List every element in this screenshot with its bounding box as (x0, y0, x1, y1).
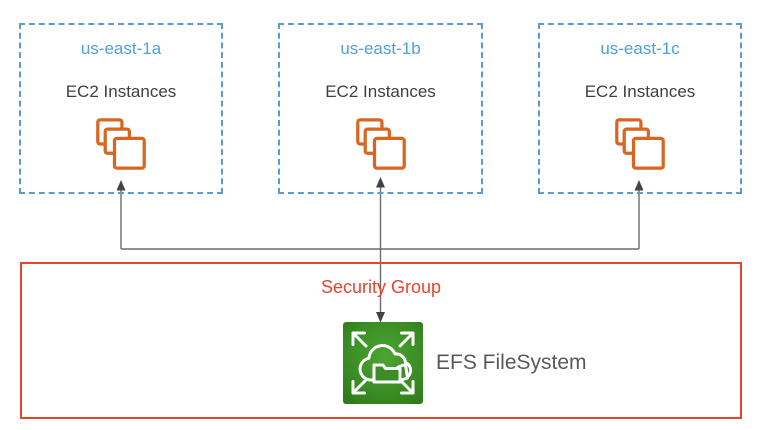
security-group-box: Security Group (20, 262, 742, 419)
efs-filesystem-icon (343, 322, 423, 404)
az-box-us-east-1a: us-east-1a EC2 Instances (19, 23, 223, 194)
az-box-us-east-1c: us-east-1c EC2 Instances (538, 23, 742, 194)
security-group-label: Security Group (320, 277, 442, 297)
efs-filesystem-label: EFS FileSystem (436, 351, 587, 374)
ec2-instances-stack-icon (96, 118, 146, 170)
service-label: EC2 Instances (65, 82, 177, 101)
zone-name: us-east-1a (80, 39, 162, 58)
ec2-instances-stack-icon (355, 118, 406, 170)
efs-filesystem: EFS FileSystem (343, 322, 587, 404)
az-box-us-east-1b: us-east-1b EC2 Instances (278, 23, 483, 194)
ec2-instances-stack-icon (615, 118, 665, 170)
service-label: EC2 Instances (584, 82, 696, 101)
zone-name: us-east-1c (600, 39, 680, 58)
zone-name: us-east-1b (340, 39, 421, 58)
service-label: EC2 Instances (325, 82, 436, 101)
